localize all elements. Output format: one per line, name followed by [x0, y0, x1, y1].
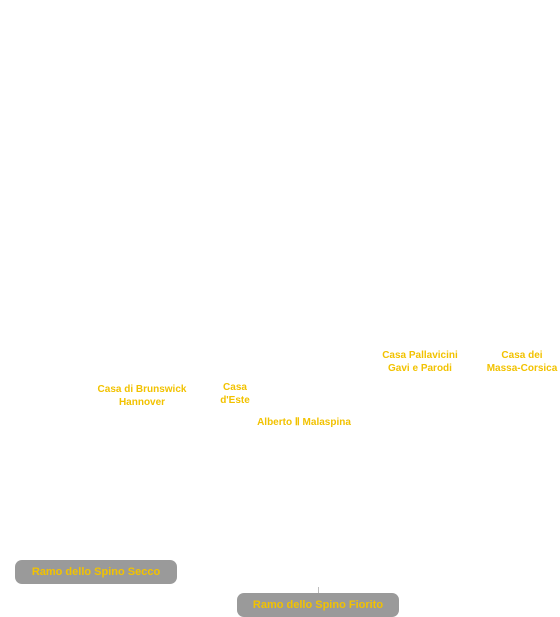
node-casa-brunswick-line2: Hannover: [118, 397, 166, 408]
branch-spino-fiorito: Ramo dello Spino Fiorito: [237, 593, 399, 617]
node-casa-massa-line1: Casa dei: [501, 350, 543, 361]
node-casa-massa-line2: Massa-Corsica: [486, 363, 558, 374]
node-alberto-malaspina: Alberto Ⅱ Malaspina: [244, 416, 364, 429]
branch-spino-secco: Ramo dello Spino Secco: [15, 560, 177, 584]
branch-connector-tick: [318, 587, 319, 593]
node-casa-pallavicini-line2: Gavi e Parodi: [388, 363, 452, 374]
node-casa-brunswick-line1: Casa di Brunswick: [97, 384, 187, 395]
node-casa-este-line2: d'Este: [220, 395, 250, 406]
node-casa-pallavicini: Casa Pallavicini Gavi e Parodi: [372, 349, 468, 375]
node-alberto-line1: Alberto Ⅱ Malaspina: [257, 417, 351, 428]
node-casa-este-line1: Casa: [223, 382, 247, 393]
node-casa-brunswick: Casa di Brunswick Hannover: [92, 383, 192, 409]
node-casa-massa-corsica: Casa dei Massa-Corsica: [484, 349, 560, 375]
node-casa-pallavicini-line1: Casa Pallavicini: [382, 350, 458, 361]
node-casa-este: Casa d'Este: [212, 381, 258, 407]
